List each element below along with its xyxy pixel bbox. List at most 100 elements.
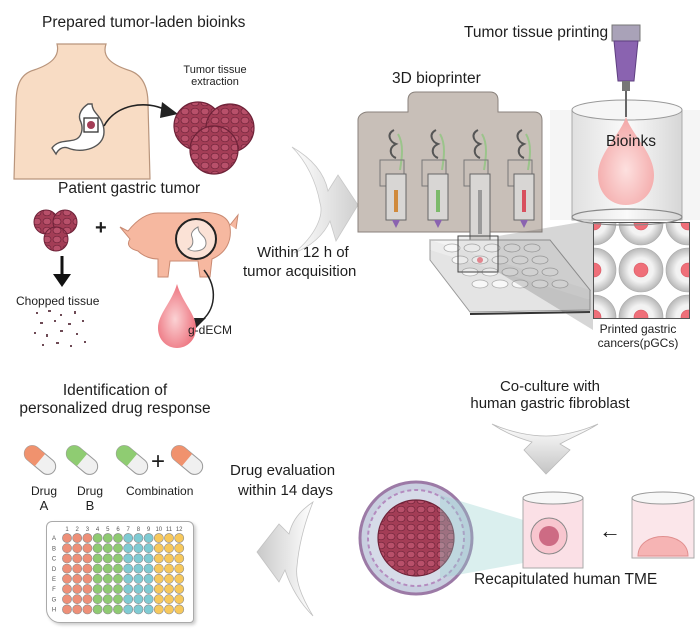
stomach-outline: [51, 103, 105, 156]
plate-well: [102, 573, 113, 584]
plate-well: [164, 573, 174, 584]
plate-well: [153, 584, 164, 594]
plate-well: [174, 533, 185, 543]
plate-row-label: C: [52, 557, 57, 563]
plate-well: [102, 553, 113, 564]
plate-well: [143, 563, 154, 574]
decm-arrow: [194, 269, 215, 328]
drug-b-label-line2: B: [85, 498, 95, 513]
bioinks-title: Prepared tumor-laden bioinks: [42, 14, 246, 31]
plate-well: [164, 584, 174, 594]
plate-well: [102, 584, 113, 594]
plate-row-label: B: [52, 546, 56, 552]
plate-well: [82, 604, 93, 615]
plate-well: [174, 553, 185, 564]
plate-well: [92, 584, 103, 594]
plate-well: [143, 594, 154, 605]
plate-well: [113, 604, 123, 615]
plate-well: [113, 573, 123, 584]
plate-well: [113, 553, 123, 564]
plate-well: [92, 604, 103, 615]
plate-well: [82, 543, 93, 554]
pgc-zoom-panel: [593, 222, 690, 319]
plate-well: [102, 604, 113, 615]
plate-well: [113, 543, 123, 554]
plate-well: [102, 563, 113, 574]
plate-well: [62, 543, 72, 554]
plate-well: [62, 584, 72, 594]
plate-row-label: E: [52, 577, 56, 583]
plate-column-label: 2: [76, 527, 80, 533]
transfer-arrow: [291, 146, 359, 254]
plate-well: [153, 573, 164, 584]
pgc-label: Printed gastric cancers(pGCs): [578, 322, 698, 350]
plate-well: [143, 584, 154, 594]
chopped-tissue-fragments: [34, 310, 86, 347]
plate-well: [62, 604, 72, 615]
plate-well: [153, 594, 164, 605]
plate-well: [123, 563, 134, 574]
transfer-label-line1: Within 12 h of: [257, 244, 349, 261]
printing-title: Tumor tissue printing: [464, 24, 609, 41]
plate-well: [153, 604, 164, 615]
plate-well: [174, 563, 185, 574]
plate-well: [113, 584, 123, 594]
zoom-box: [457, 235, 499, 273]
extraction-label-line2: extraction: [191, 76, 239, 88]
combination-capsule-a: [170, 445, 204, 475]
plate-well: [92, 543, 103, 554]
plate-well: [153, 543, 164, 554]
plate-well: [123, 584, 134, 594]
pgc-well: [594, 247, 617, 293]
plate-column-label: 3: [86, 527, 90, 533]
plate-well: [133, 584, 144, 594]
left-arrow-icon: ←: [599, 518, 621, 543]
drug-b-capsule: [65, 445, 99, 475]
plate-well: [133, 533, 144, 543]
pgc-spheroid: [680, 262, 689, 278]
plate-well: [123, 594, 134, 605]
plate-well: [72, 563, 83, 574]
drug-a-label: Drug A: [26, 484, 62, 513]
plate-well: [113, 563, 123, 574]
plate-well: [133, 543, 144, 554]
pig-illustration: [119, 212, 239, 278]
plate-column-label: 4: [96, 527, 100, 533]
plate-well: [143, 573, 154, 584]
plate-row-label: G: [52, 597, 57, 603]
plate-row-label: F: [52, 587, 56, 593]
print-well-cylinder: [550, 24, 700, 226]
tumor-site-box: [83, 117, 99, 133]
plate-well: [72, 553, 83, 564]
plate-well: [164, 604, 174, 615]
printer-head: [421, 129, 449, 228]
plate-well: [82, 563, 93, 574]
plate-well: [82, 573, 93, 584]
bioinks-label: Bioinks: [606, 133, 656, 150]
plate-well: [72, 594, 83, 605]
plate-well: [62, 563, 72, 574]
bioprinter-label: 3D bioprinter: [392, 70, 481, 87]
plate-column-label: 1: [65, 527, 69, 533]
plate-column-label: 5: [106, 527, 110, 533]
pgc-spheroid: [594, 309, 602, 318]
plate-column-label: 8: [137, 527, 141, 533]
pgc-well: [618, 223, 664, 246]
plate-row-label: D: [52, 567, 57, 573]
plate-well: [92, 594, 103, 605]
combination-label: Combination: [126, 484, 194, 498]
plate-well: [62, 533, 72, 543]
evaluation-label-line1: Drug evaluation: [230, 462, 336, 479]
plate-well: [92, 533, 103, 543]
plate-column-label: 11: [166, 527, 173, 533]
plate-well: [164, 533, 174, 543]
coculture-label: Co-culture with human gastric fibroblast: [430, 378, 670, 412]
pgc-spheroid: [594, 223, 602, 231]
pgc-label-line2: cancers(pGCs): [597, 336, 679, 350]
tme-spheroid-illustration: [358, 480, 474, 596]
plate-well: [62, 573, 72, 584]
plate-well: [133, 604, 144, 615]
pgc-label-line1: Printed gastric: [599, 322, 677, 336]
plate-well: [143, 604, 154, 615]
